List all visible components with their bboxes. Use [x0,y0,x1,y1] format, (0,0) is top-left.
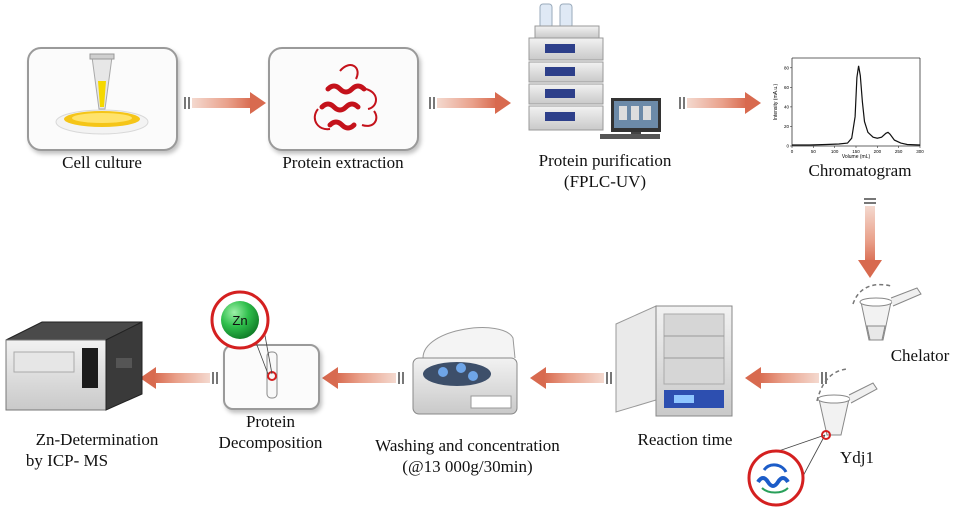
chromatogram-chart: 0 50 100 150 200 250 300 0 20 40 60 80 Volume (mL)… [773,57,924,160]
reaction-time-label: Reaction time [637,430,733,449]
arrow-left-icon [745,367,827,389]
y-tick-label: 20 [784,124,790,129]
chelator-tube-icon [852,283,922,341]
x-tick-label: 150 [852,149,860,154]
zinc-ion-icon: Zn [210,290,270,350]
icp-ms-instrument-icon [5,321,143,411]
protein-structure-icon [313,64,378,131]
zn-determination-label-2: by ICP- MS [25,451,109,470]
zn-symbol-text: Zn [232,313,247,328]
fplc-label: (FPLC-UV) [563,172,647,191]
x-tick-label: 200 [874,149,882,154]
y-tick-label: 60 [784,85,790,90]
protein-decomposition-box [223,344,320,410]
protein-decomposition-label-2: Decomposition [218,433,323,452]
x-tick-label: 50 [811,149,817,154]
ydj1-protein-icon [747,449,805,507]
chelator-label: Chelator [890,346,950,365]
washing-params-label: (@13 000g/30min) [402,457,533,476]
arrow-right-icon [429,92,511,114]
ydj1-tube-icon [816,368,878,436]
chromatogram-label: Chromatogram [808,161,912,180]
incubator-icon [615,305,733,417]
x-tick-label: 250 [895,149,903,154]
x-tick-label: 300 [916,149,924,154]
cell-culture-label: Cell culture [62,153,142,172]
protein-extraction-label: Protein extraction [282,153,404,172]
arrow-right-icon [184,92,266,114]
washing-label: Washing and concentration [375,436,560,455]
chromatogram-ylabel: Intensity (mA.u.) [773,83,779,120]
protein-extraction-box [268,47,419,151]
y-tick-label: 80 [784,65,790,70]
centrifuge-icon [412,327,518,415]
cell-culture-box [27,47,178,151]
x-tick-label: 0 [791,149,794,154]
cell-culture-dish-icon [55,53,149,135]
x-tick-label: 100 [831,149,839,154]
arrow-left-icon [530,367,612,389]
chromatogram-series-line [792,65,921,146]
arrow-left-icon [140,367,218,389]
arrow-right-icon [679,92,761,114]
arrow-down-icon [858,198,882,278]
test-tube-icon [266,351,278,399]
ydj1-label: Ydj1 [840,448,874,467]
y-tick-label: 0 [786,144,789,149]
y-tick-label: 40 [784,104,790,109]
arrow-left-icon [322,367,404,389]
zn-determination-label-1: Zn-Determination [35,430,159,449]
chromatogram-xlabel: Volume (mL) [842,154,871,160]
protein-decomposition-label-1: Protein [245,412,296,431]
fplc-instrument-icon [528,3,661,139]
protein-purification-label: Protein purification [538,151,672,170]
